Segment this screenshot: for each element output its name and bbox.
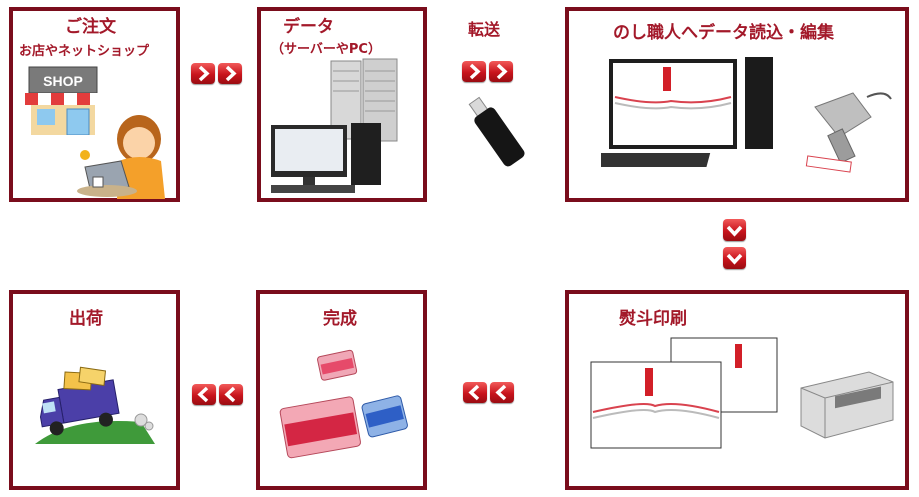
gift-box-icon bbox=[279, 349, 408, 459]
chevron-left-icon bbox=[192, 384, 216, 405]
step-order-box: ご注文 お店やネットショップ SHOP bbox=[9, 7, 180, 202]
transfer-label: 転送 bbox=[468, 20, 501, 39]
chevron-left-icon bbox=[463, 382, 487, 403]
step-complete-box: 完成 bbox=[256, 290, 427, 490]
step-noshi-edit-box: のし職人へデータ読込・編集 bbox=[565, 7, 909, 202]
barcode-scanner-icon bbox=[805, 92, 892, 173]
pc-icon bbox=[271, 123, 381, 193]
step-print-title: 熨斗印刷 bbox=[619, 309, 687, 329]
woman-laptop-icon bbox=[77, 115, 165, 199]
step-order-subtitle: お店やネットショップ bbox=[19, 44, 150, 59]
step-order-title: ご注文 bbox=[65, 17, 116, 37]
chevron-right-icon bbox=[191, 63, 215, 84]
shop-icon: SHOP bbox=[25, 66, 101, 135]
noshi-paper-icon bbox=[590, 337, 778, 449]
step-data-subtitle: （サーバーやPC） bbox=[271, 42, 381, 57]
printer-icon bbox=[800, 371, 894, 439]
chevron-right-icon bbox=[489, 61, 513, 82]
step-print-box: 熨斗印刷 bbox=[565, 290, 909, 490]
pc-icon bbox=[601, 57, 773, 167]
step-ship-box: 出荷 bbox=[9, 290, 180, 490]
step-noshi-edit-title: のし職人へデータ読込・編集 bbox=[613, 23, 834, 43]
chevron-right-icon bbox=[462, 61, 486, 82]
chevron-right-icon bbox=[218, 63, 242, 84]
step-complete-title: 完成 bbox=[323, 309, 357, 329]
chevron-left-icon bbox=[219, 384, 243, 405]
step-data-title: データ bbox=[283, 17, 334, 37]
chevron-down-icon bbox=[723, 219, 746, 241]
usb-drive-icon bbox=[468, 96, 525, 167]
shop-sign-text: SHOP bbox=[43, 73, 83, 89]
step-data-box: データ （サーバーやPC） bbox=[257, 7, 427, 202]
delivery-truck-icon bbox=[35, 366, 155, 444]
step-ship-title: 出荷 bbox=[69, 309, 103, 329]
chevron-down-icon bbox=[723, 247, 746, 269]
chevron-left-icon bbox=[490, 382, 514, 403]
